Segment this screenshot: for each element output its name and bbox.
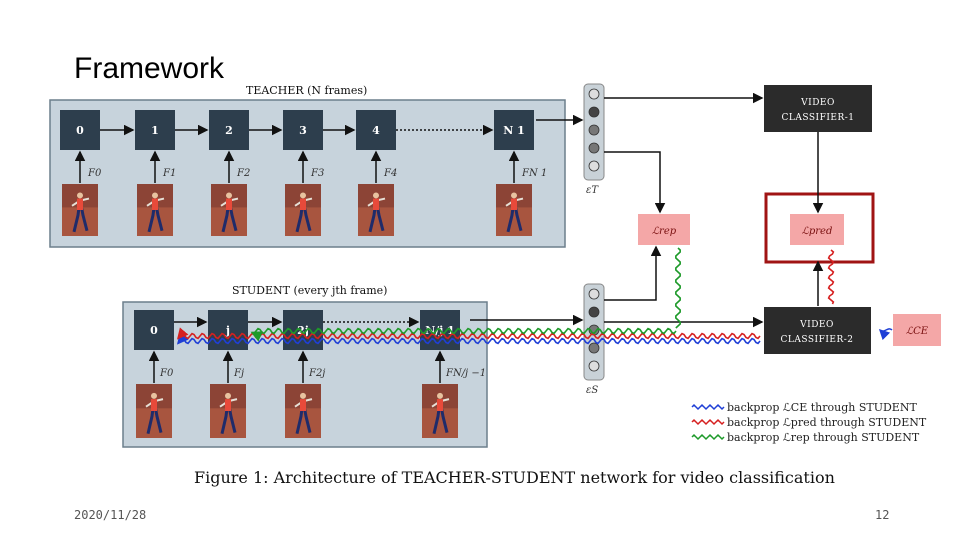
student-feature-label: F2j <box>308 368 325 379</box>
pred-backprop-wave <box>176 327 761 340</box>
legend-entry: backprop ℒpred through STUDENT <box>727 416 927 429</box>
teacher-emb-to-rep-arrow <box>604 151 666 214</box>
student-classifier-line2: CLASSIFIER-2 <box>780 335 853 345</box>
student-embedding-label: εS <box>586 385 598 396</box>
student-frame-image <box>210 384 246 438</box>
teacher-classifier-line1: VIDEO <box>800 98 835 108</box>
student-node-label: j <box>225 324 230 337</box>
teacher-frame-image <box>62 184 98 236</box>
pred-loss-label: ℒpred <box>802 226 833 237</box>
teacher-feature-label: F1 <box>162 168 176 179</box>
student-frame-image <box>136 384 172 438</box>
embedding-dot <box>588 342 600 354</box>
student-classifier-line1: VIDEO <box>799 320 834 330</box>
figure-caption: Figure 1: Architecture of TEACHER-STUDEN… <box>194 468 835 487</box>
teacher-frame-image <box>358 184 394 236</box>
student-frame-image <box>422 384 458 438</box>
student-heading: STUDENT (every jth frame) <box>232 284 387 297</box>
teacher-node-label: 3 <box>299 124 307 137</box>
student-feature-label: Fj <box>233 368 244 379</box>
teacher-node <box>60 110 100 150</box>
footer-date: 2020/11/28 <box>74 508 147 522</box>
teacher-embedding-dots <box>588 88 600 172</box>
rep-backprop-wave-vertical <box>675 247 681 329</box>
teacher-classifier-line2: CLASSIFIER-1 <box>781 113 854 123</box>
ce-loss-box <box>893 314 941 346</box>
teacher-node <box>283 110 323 150</box>
student-node-label: 0 <box>150 324 158 337</box>
teacher-node-label: 0 <box>76 124 84 137</box>
teacher-frames: 0F0 1F1 2F2 3F3 4F4 N 1 FN 1 <box>60 110 547 236</box>
embedding-dot <box>588 306 600 318</box>
embedding-dot <box>588 288 600 300</box>
embedding-dot <box>588 160 600 172</box>
teacher-node-label: N 1 <box>503 124 525 137</box>
legend: backprop ℒCE through STUDENT backprop ℒpr… <box>691 401 927 444</box>
teacher-node <box>494 110 534 150</box>
legend-swatch <box>691 433 725 441</box>
ce-loss-label: ℒCE <box>906 326 929 337</box>
student-classifier <box>764 307 871 354</box>
teacher-feature-label: F4 <box>383 168 397 179</box>
student-emb-to-rep-arrow <box>604 245 662 301</box>
slide-title: Framework <box>74 52 225 85</box>
teacher-node-label: 2 <box>225 124 233 137</box>
teacher-embedding-label: εT <box>586 185 599 196</box>
teacher-feature-label: F2 <box>236 168 250 179</box>
embedding-dot <box>588 124 600 136</box>
legend-entry: backprop ℒrep through STUDENT <box>727 431 920 444</box>
student-node-label: 2j <box>297 324 309 337</box>
rep-loss-label: ℒrep <box>652 226 677 237</box>
legend-swatch <box>691 418 725 426</box>
student-node <box>134 310 174 350</box>
teacher-frame-image <box>496 184 532 236</box>
legend-swatch <box>691 403 725 411</box>
rep-backprop-wave <box>250 327 677 342</box>
embedding-dot <box>588 360 600 372</box>
rep-loss-box <box>638 214 690 245</box>
teacher-node <box>356 110 396 150</box>
teacher-node-label: 1 <box>151 124 159 137</box>
page-number: 12 <box>875 508 890 522</box>
teacher-node <box>135 110 175 150</box>
ce-backprop-path <box>878 328 893 341</box>
teacher-feature-label: FN 1 <box>521 168 547 179</box>
teacher-node <box>209 110 249 150</box>
teacher-frame-image <box>137 184 173 236</box>
pred-loss-box <box>790 214 844 245</box>
teacher-frame-image <box>285 184 321 236</box>
embedding-dot <box>588 142 600 154</box>
teacher-feature-label: F3 <box>310 168 324 179</box>
embedding-dot <box>588 106 600 118</box>
teacher-frame-image <box>211 184 247 236</box>
student-feature-label: FN/j −1 <box>445 368 486 379</box>
ce-backprop-wave <box>176 332 761 345</box>
embedding-dot <box>588 88 600 100</box>
legend-entry: backprop ℒCE through STUDENT <box>727 401 917 414</box>
student-frame-image <box>285 384 321 438</box>
student-embedding-dots <box>588 288 600 372</box>
teacher-classifier <box>764 85 872 132</box>
teacher-heading: TEACHER (N frames) <box>246 84 367 97</box>
teacher-node-label: 4 <box>372 124 380 137</box>
student-feature-label: F0 <box>159 368 174 379</box>
pred-backprop-wave-vertical <box>827 249 835 305</box>
teacher-feature-label: F0 <box>87 168 102 179</box>
